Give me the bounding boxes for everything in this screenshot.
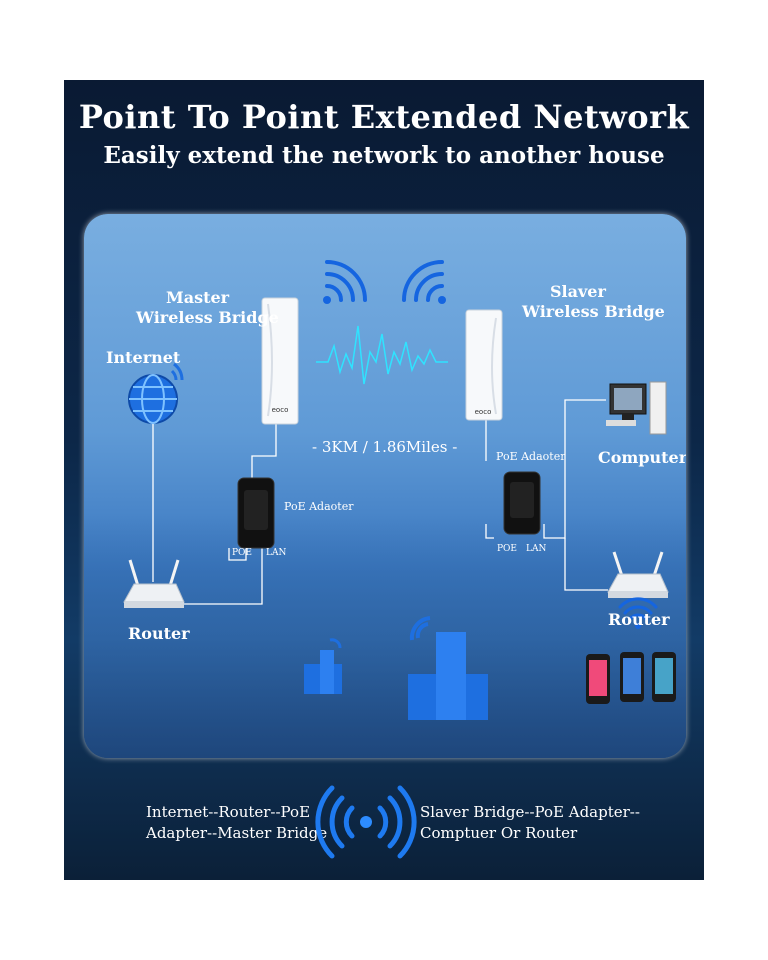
- computer-label: Computer: [598, 448, 686, 467]
- router-left-icon: [123, 559, 185, 608]
- poe-adapter-right-icon: [503, 471, 541, 535]
- footer-left-line2: Adapter--Master Bridge: [146, 824, 328, 842]
- footer-left-line1: Internet--Router--PoE: [146, 803, 311, 821]
- poe-port-left-label: POE: [232, 548, 253, 558]
- poe-adapter-right-label: PoE Adaoter: [496, 450, 566, 463]
- diagram-graphics: eoco eoco: [123, 260, 676, 720]
- master-brand-text: eoco: [272, 406, 289, 414]
- footer-right-text: Slaver Bridge--PoE Adapter-- Comptuer Or…: [420, 802, 640, 844]
- computer-icon: [606, 381, 667, 435]
- line-router-lan: [184, 548, 263, 605]
- globe-icon: [128, 362, 184, 424]
- city-background: [84, 514, 686, 758]
- internet-label: Internet: [106, 348, 181, 367]
- master-label-line1: Master: [166, 288, 230, 307]
- slaver-bridge-icon: eoco: [465, 309, 503, 421]
- router-left-label: Router: [128, 624, 190, 643]
- phones-icon: [586, 652, 676, 704]
- footer-right-line1: Slaver Bridge--PoE Adapter--: [420, 803, 640, 821]
- poe-adapter-left-icon: [237, 477, 275, 549]
- poster: Point To Point Extended Network Easily e…: [64, 80, 704, 880]
- building-large-icon: [408, 616, 488, 720]
- building-small-icon: [304, 638, 342, 694]
- slaver-brand-text: eoco: [475, 408, 492, 416]
- wifi-signal-left-icon: [323, 260, 367, 304]
- poe-port-right-label: POE: [497, 544, 518, 554]
- line-lan-router: [564, 538, 608, 591]
- main-title: Point To Point Extended Network: [78, 98, 690, 136]
- footer-left-text: Internet--Router--PoE Adapter--Master Br…: [146, 802, 327, 844]
- router-right-icon: [607, 551, 669, 598]
- broadcast-icon: [315, 785, 417, 859]
- wifi-router-icon: [618, 597, 658, 629]
- poe-adapter-left-label: PoE Adaoter: [284, 500, 354, 513]
- master-bridge-icon: eoco: [261, 297, 299, 425]
- footer-wifi-graphic: [315, 785, 417, 859]
- diagram-panel: eoco eoco: [84, 214, 686, 758]
- footer-right-line2: Comptuer Or Router: [420, 824, 578, 842]
- master-label-line2: Wireless Bridge: [136, 308, 279, 327]
- lan-port-left-label: LAN: [266, 548, 287, 558]
- line-bridge-poe-left: [251, 424, 277, 478]
- slaver-label-line2: Wireless Bridge: [522, 302, 665, 321]
- router-right-label: Router: [608, 610, 670, 629]
- wifi-signal-right-icon: [402, 260, 446, 304]
- signal-waveform: [316, 325, 448, 385]
- distance-label: - 3KM / 1.86Miles -: [312, 438, 458, 456]
- line-poe-right: [485, 524, 494, 539]
- slaver-label-line1: Slaver: [550, 282, 606, 301]
- subtitle: Easily extend the network to another hou…: [103, 142, 665, 169]
- lan-port-right-label: LAN: [526, 544, 547, 554]
